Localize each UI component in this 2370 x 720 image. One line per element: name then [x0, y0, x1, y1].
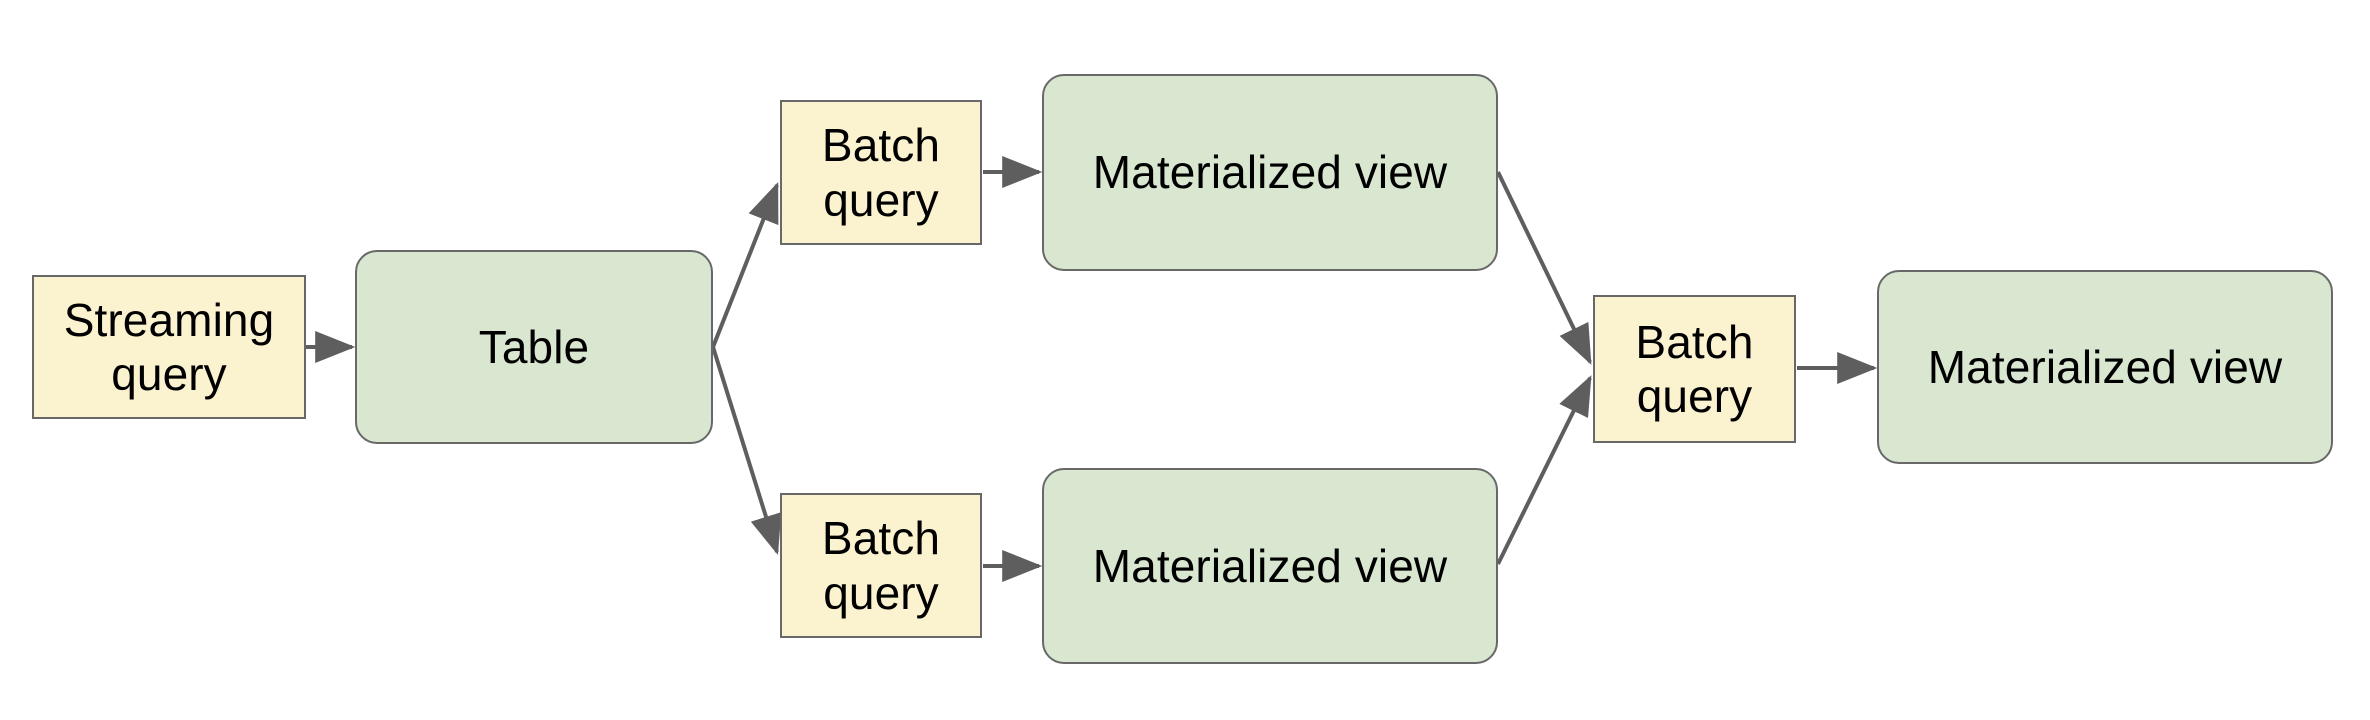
node-streaming-query-label: Streaming query: [63, 293, 275, 400]
node-batch-query-bottom-label: Batch query: [821, 512, 941, 619]
edge-mv-bottom-to-merge: [1496, 375, 1592, 565]
node-batch-query-merge-label: Batch query: [1635, 315, 1754, 422]
node-materialized-view-final-label: Materialized view: [1927, 340, 2283, 393]
edge-table-to-batch-top: [711, 182, 779, 348]
node-batch-query-merge[interactable]: Batch query: [1593, 295, 1796, 443]
node-materialized-view-top-label: Materialized view: [1092, 146, 1448, 199]
node-table-label: Table: [478, 320, 590, 373]
edge-mv-top-to-merge: [1496, 171, 1592, 365]
node-streaming-query[interactable]: Streaming query: [32, 275, 306, 419]
node-batch-query-top[interactable]: Batch query: [780, 100, 982, 245]
node-batch-query-bottom[interactable]: Batch query: [780, 493, 982, 638]
node-materialized-view-top[interactable]: Materialized view: [1042, 74, 1498, 271]
node-materialized-view-final[interactable]: Materialized view: [1877, 270, 2333, 464]
node-materialized-view-bottom[interactable]: Materialized view: [1042, 468, 1498, 664]
edge-table-to-batch-bottom: [711, 346, 782, 556]
node-table[interactable]: Table: [355, 250, 713, 444]
node-materialized-view-bottom-label: Materialized view: [1092, 539, 1448, 592]
node-batch-query-top-label: Batch query: [821, 119, 941, 226]
